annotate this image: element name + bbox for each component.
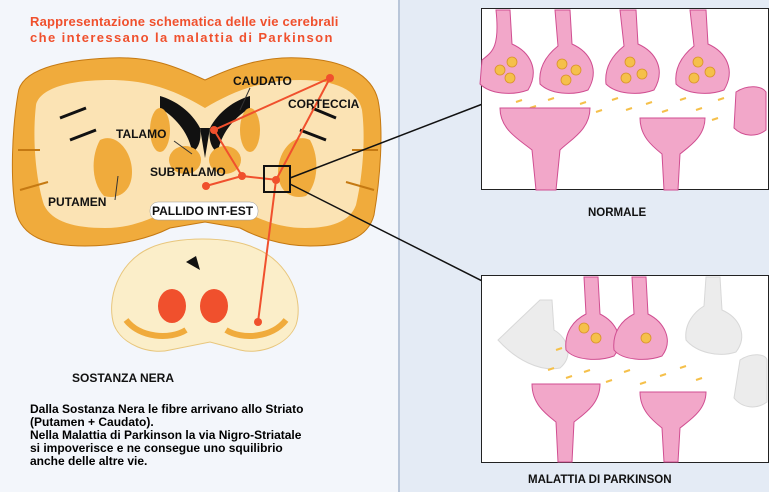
label-caudato: CAUDATO: [233, 75, 292, 88]
description-line: anche delle altre vie.: [30, 455, 390, 468]
label-talamo: TALAMO: [116, 128, 166, 141]
normal-label: NORMALE: [588, 207, 646, 219]
label-subtalamo: SUBTALAMO: [150, 166, 226, 179]
parkinson-presynaptic-terminals: [566, 277, 668, 359]
label-pallido: PALLIDO INT-EST: [152, 205, 253, 218]
parkinson-label: MALATTIA DI PARKINSON: [528, 474, 672, 486]
description-text: Dalla Sostanza Nera le fibre arrivano al…: [30, 403, 390, 468]
normal-postsynaptic: [500, 108, 705, 190]
label-corteccia: CORTECCIA: [288, 98, 359, 111]
label-sostanza-nera: SOSTANZA NERA: [72, 372, 174, 385]
label-putamen: PUTAMEN: [48, 196, 106, 209]
parkinson-postsynaptic: [532, 384, 706, 462]
